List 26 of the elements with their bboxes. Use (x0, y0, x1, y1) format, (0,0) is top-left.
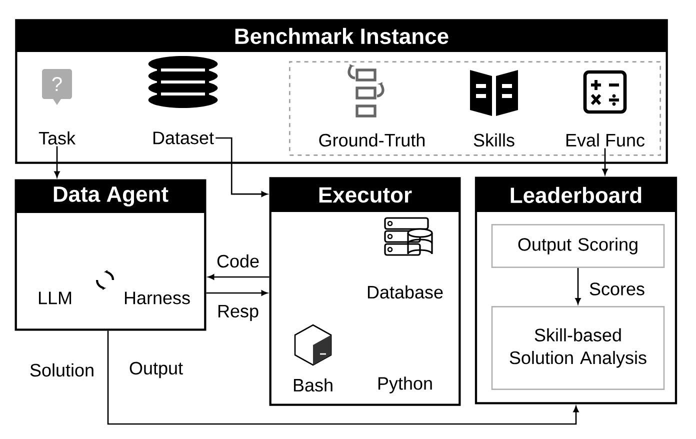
arrow (602, 148, 608, 175)
icon-glyph: ? (52, 77, 62, 91)
icon-caption: Database (368, 285, 443, 299)
arrow (575, 268, 581, 304)
icon-caption: Bash (294, 378, 332, 392)
icon-caption: Skills (474, 133, 514, 147)
arrow (206, 290, 268, 296)
icon-caption: Task (38, 131, 76, 145)
edge-label: Code (215, 253, 261, 269)
arrow (107, 330, 579, 425)
icon-caption: Ground-Truth (319, 133, 425, 147)
arrow (208, 274, 270, 280)
icon-caption: Python (378, 376, 432, 394)
icon-caption: Eval Func (566, 133, 645, 147)
icon-caption: LLM (39, 292, 72, 304)
dashed-group-box (289, 61, 661, 156)
process-box: Output Scoring (491, 224, 665, 268)
icon-caption: Harness (124, 292, 190, 304)
line-label: Output (130, 362, 183, 378)
process-box: Skill-based Solution Analysis (491, 306, 665, 390)
icon-caption: Dataset (153, 132, 214, 144)
arrow (216, 137, 268, 197)
arrow (54, 146, 60, 178)
edge-label: Solution (28, 362, 96, 378)
edge-label: Scores (588, 281, 646, 297)
edge-label: Resp (216, 304, 260, 322)
